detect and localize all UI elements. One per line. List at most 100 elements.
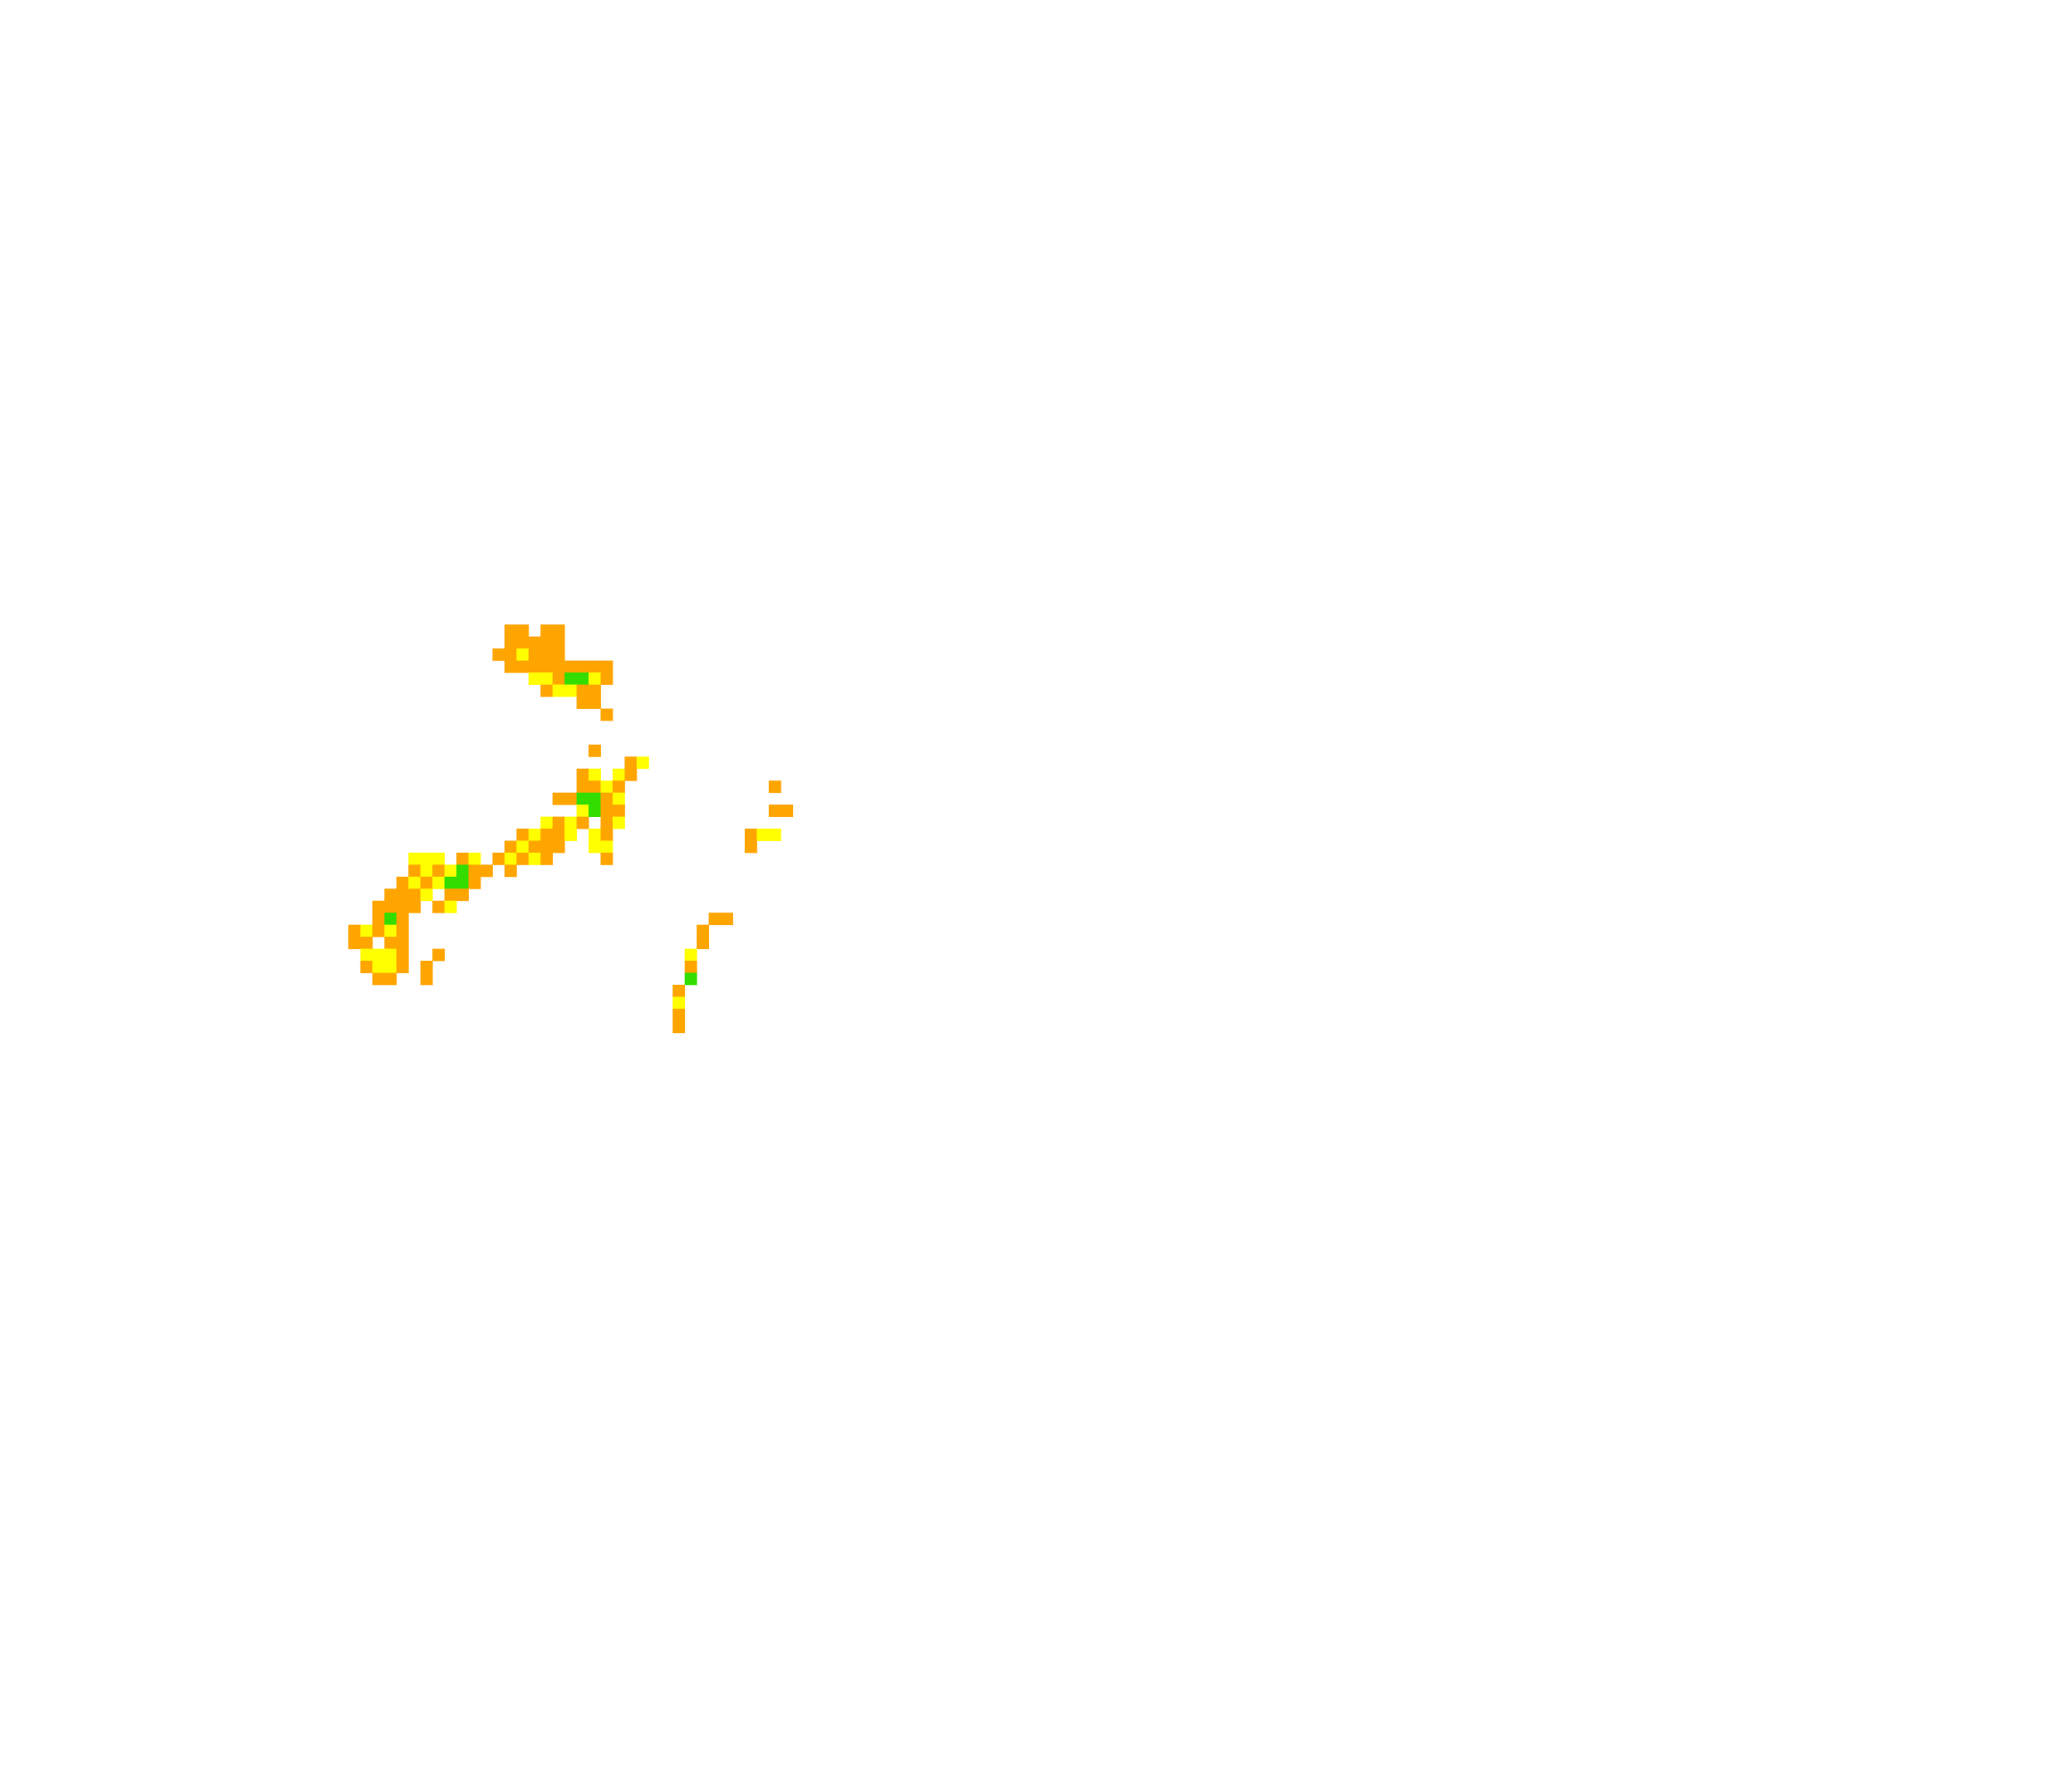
radar-cell-green	[564, 672, 578, 686]
radar-cell-orange	[504, 624, 517, 638]
radar-cell-yellow	[408, 876, 422, 889]
radar-cell-orange	[564, 792, 578, 805]
radar-cell-orange	[552, 829, 565, 841]
radar-cell-orange	[589, 696, 601, 709]
radar-cell-orange	[589, 780, 601, 794]
radar-cell-yellow	[528, 829, 541, 841]
radar-cell-orange	[528, 660, 541, 673]
radar-cell-green	[589, 804, 601, 818]
radar-cell-yellow	[552, 684, 565, 697]
radar-cell-orange	[600, 804, 614, 818]
radar-cell-orange	[468, 876, 481, 889]
radar-cell-yellow	[756, 829, 770, 841]
radar-cell-orange	[396, 876, 409, 889]
radar-cell-yellow	[672, 996, 686, 1010]
radar-cell-yellow	[420, 852, 433, 865]
radar-cell-yellow	[576, 804, 589, 818]
radar-cluster-middle-blob	[492, 744, 649, 878]
radar-cell-orange	[697, 937, 709, 949]
radar-cell-orange	[432, 948, 446, 962]
radar-cell-orange	[396, 961, 409, 973]
radar-cell-orange	[552, 636, 565, 649]
radar-cell-orange	[600, 672, 614, 686]
radar-cell-yellow	[528, 672, 541, 686]
radar-cell-orange	[576, 660, 589, 673]
radar-cell-orange	[516, 660, 530, 673]
radar-cell-yellow	[384, 948, 397, 962]
radar-cell-orange	[552, 660, 565, 673]
radar-cell-yellow	[372, 948, 385, 962]
radar-cell-orange	[396, 924, 409, 938]
radar-cell-orange	[504, 840, 517, 854]
radar-cell-orange	[684, 961, 697, 973]
radar-cell-orange	[600, 816, 614, 829]
radar-cell-orange	[589, 660, 601, 673]
radar-cell-yellow	[504, 852, 517, 865]
radar-cell-orange	[528, 648, 541, 662]
radar-cell-yellow	[684, 948, 697, 962]
radar-cell-orange	[540, 684, 554, 697]
radar-cell-orange	[589, 684, 601, 697]
radar-cell-orange	[672, 1021, 686, 1034]
radar-cell-orange	[624, 768, 638, 781]
radar-cell-yellow	[600, 840, 614, 854]
radar-cell-yellow	[528, 852, 541, 865]
radar-cell-yellow	[600, 780, 614, 794]
radar-cell-orange	[672, 1008, 686, 1021]
radar-cell-yellow	[564, 816, 578, 829]
radar-cell-orange	[600, 852, 614, 865]
radar-cell-orange	[396, 948, 409, 962]
radar-cell-orange	[444, 888, 457, 902]
radar-cell-orange	[384, 900, 397, 913]
radar-cell-orange	[432, 864, 446, 878]
radar-cell-orange	[492, 852, 505, 865]
radar-cell-orange	[396, 900, 409, 913]
radar-cell-orange	[576, 768, 589, 781]
radar-cell-orange	[540, 636, 554, 649]
radar-cell-orange	[540, 660, 554, 673]
radar-cell-orange	[589, 744, 601, 757]
radar-cell-orange	[456, 852, 469, 865]
radar-cell-orange	[420, 972, 433, 986]
radar-cell-orange	[612, 804, 625, 818]
radar-cell-green	[384, 913, 397, 926]
radar-cell-orange	[504, 648, 517, 662]
radar-cell-yellow	[612, 816, 625, 829]
radar-cell-yellow	[360, 924, 373, 938]
radar-cell-orange	[600, 829, 614, 841]
radar-cell-green	[444, 876, 457, 889]
radar-cell-yellow	[420, 888, 433, 902]
radar-cell-yellow	[564, 829, 578, 841]
radar-cell-orange	[576, 816, 589, 829]
radar-cell-orange	[420, 961, 433, 973]
radar-cell-green	[576, 672, 589, 686]
radar-cell-yellow	[444, 864, 457, 878]
radar-cell-yellow	[589, 672, 601, 686]
radar-cell-orange	[540, 840, 554, 854]
radar-cell-orange	[600, 708, 614, 721]
radar-cell-green	[589, 792, 601, 805]
radar-cluster-south-streak	[672, 913, 733, 1034]
radar-cell-yellow	[516, 840, 530, 854]
radar-cell-orange	[540, 648, 554, 662]
radar-cluster-southwest-blob	[348, 852, 493, 986]
radar-cell-orange	[708, 913, 722, 926]
radar-cell-orange	[360, 961, 373, 973]
radar-cell-orange	[516, 829, 530, 841]
radar-cell-orange	[552, 624, 565, 638]
radar-cell-orange	[408, 864, 422, 878]
radar-cell-yellow	[360, 948, 373, 962]
radar-cell-orange	[600, 660, 614, 673]
radar-cluster-east-scatter	[744, 780, 794, 854]
radar-cell-orange	[372, 924, 385, 938]
radar-cell-orange	[504, 864, 517, 878]
radar-cell-orange	[384, 972, 397, 986]
radar-cell-yellow	[384, 961, 397, 973]
radar-cell-yellow	[384, 924, 397, 938]
radar-cell-orange	[768, 780, 781, 794]
radar-cell-orange	[552, 792, 565, 805]
radar-cell-orange	[540, 624, 554, 638]
radar-cell-orange	[384, 888, 397, 902]
radar-cell-orange	[552, 672, 565, 686]
